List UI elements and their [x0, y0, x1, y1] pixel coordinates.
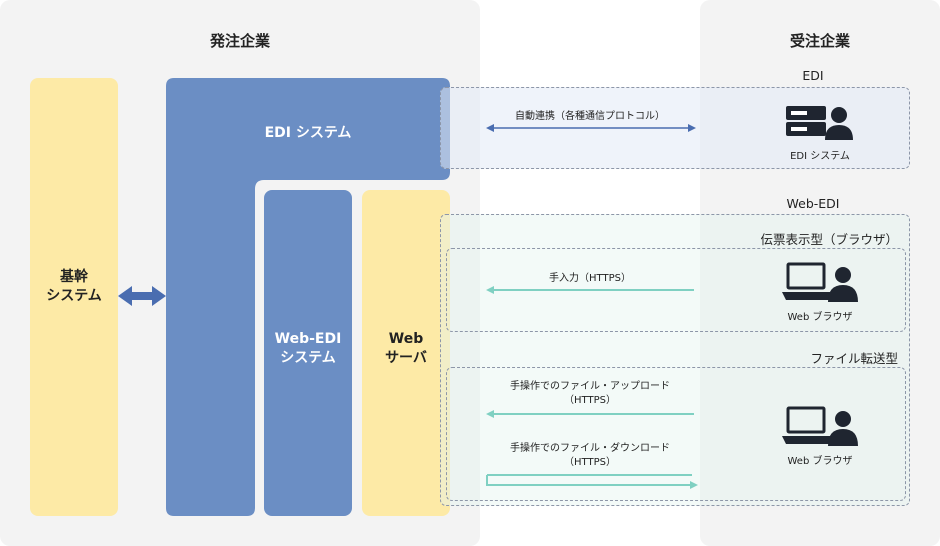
upload-arrow: [486, 410, 694, 418]
webedi-system-label: Web-EDI システム: [274, 331, 342, 366]
file-section-box: [446, 367, 906, 501]
core-edi-double-arrow: [118, 286, 166, 306]
download-label: 手操作でのファイル・ダウンロード （HTTPS）: [510, 443, 670, 468]
core-system-label: 基幹 システム: [46, 269, 102, 304]
file-laptop-user-icon: [782, 406, 858, 446]
webedi-group-title: Web-EDI: [786, 196, 840, 211]
edi-device-caption: EDI システム: [790, 151, 850, 162]
core-system-box: [30, 78, 118, 516]
edi-arrow-label: 自動連携（各種通信プロトコル）: [515, 111, 665, 122]
slip-section-title: 伝票表示型（ブラウザ）: [760, 232, 898, 247]
webedi-group-box: [440, 214, 910, 506]
upload-label: 手操作でのファイル・アップロード （HTTPS）: [510, 381, 670, 406]
slip-section-box: [446, 248, 906, 332]
edi-auto-link-arrow: [486, 124, 696, 132]
file-section-title: ファイル転送型: [810, 351, 898, 366]
file-device-caption: Web ブラウザ: [787, 456, 853, 467]
download-arrow: [486, 474, 698, 489]
receiving-company-title: 受注企業: [789, 32, 850, 50]
edi-system-label: EDI システム: [264, 125, 352, 141]
slip-device-caption: Web ブラウザ: [787, 312, 853, 323]
slip-laptop-user-icon: [782, 262, 858, 302]
webedi-system-box: [264, 190, 352, 516]
slip-arrow-label: 手入力（HTTPS）: [549, 273, 631, 284]
web-server-box: [362, 190, 450, 516]
manual-input-arrow: [486, 286, 694, 294]
edi-group-title: EDI: [802, 68, 824, 83]
ordering-company-title: 発注企業: [209, 32, 270, 50]
web-server-label: Web サーバ: [385, 331, 427, 366]
edi-server-user-icon: [786, 106, 853, 140]
